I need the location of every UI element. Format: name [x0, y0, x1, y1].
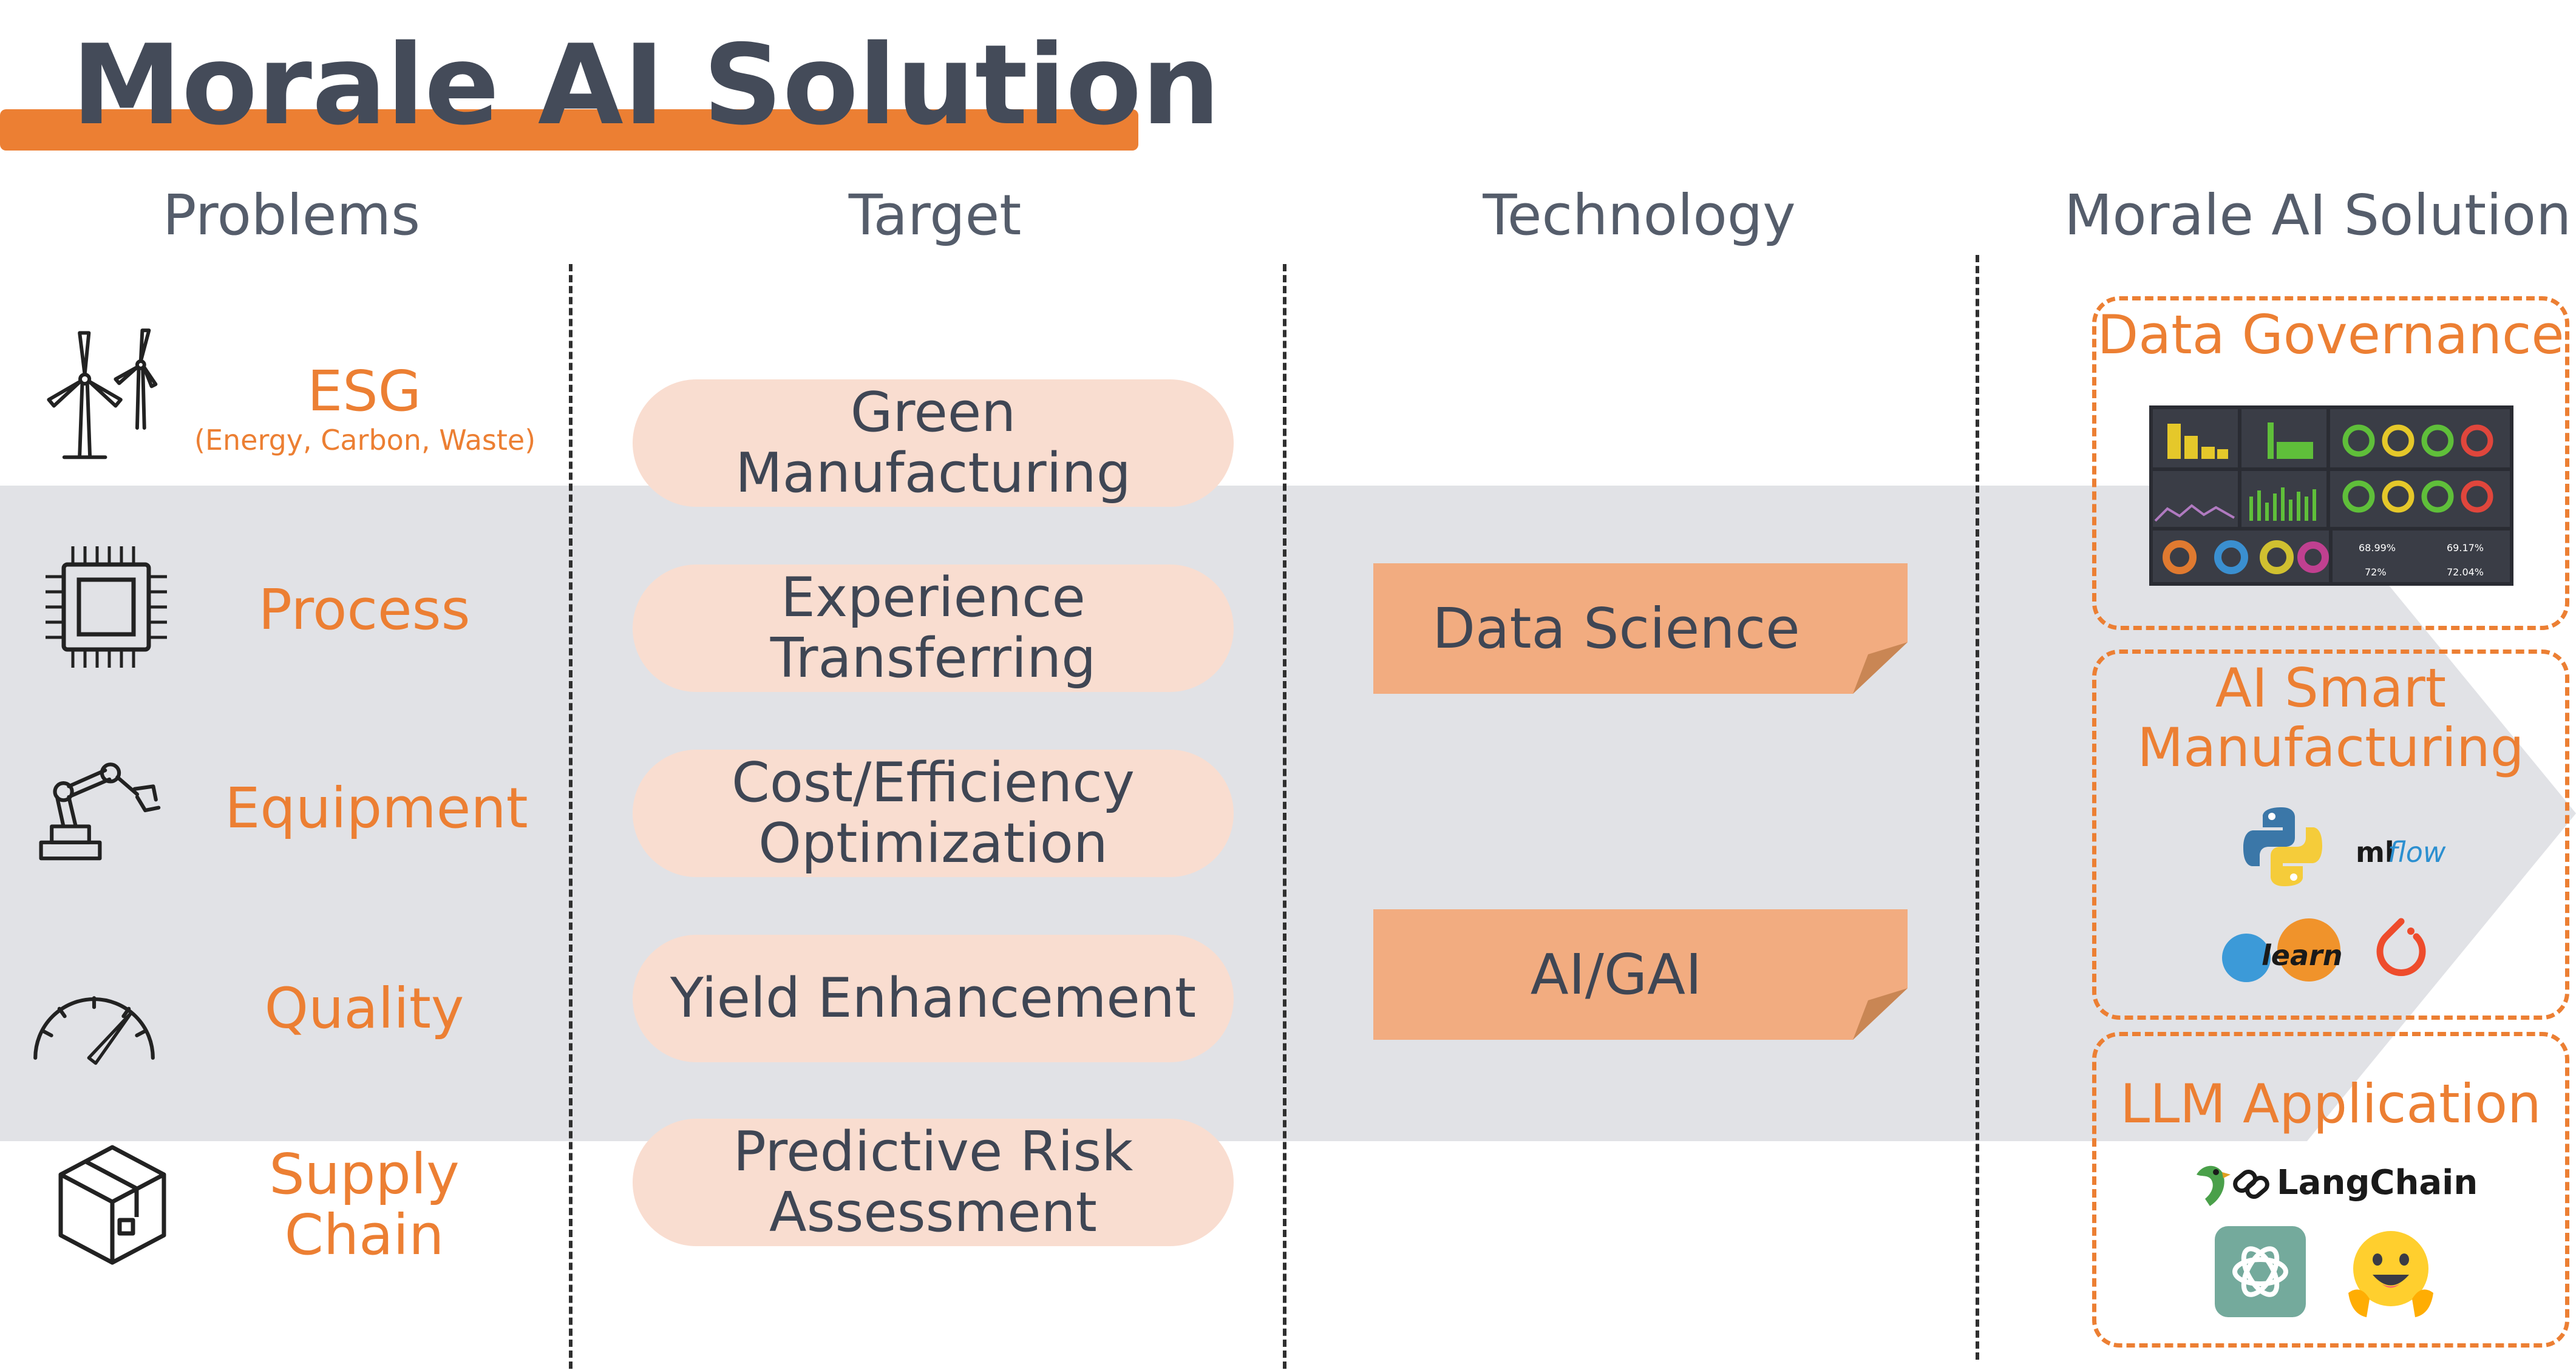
target-line: Green — [850, 381, 1016, 444]
header-problems: Problems — [162, 183, 421, 248]
target-line: Cost/Efficiency — [732, 751, 1135, 815]
mlflow-ml-text: ml — [2356, 836, 2394, 869]
problem-quality-label: Quality — [264, 976, 464, 1041]
chip-icon — [46, 546, 167, 668]
header-solution: Morale AI Solution — [2064, 183, 2572, 248]
solution-llm-application-box — [2092, 1032, 2569, 1348]
gauge-icon — [33, 996, 155, 1065]
header-target: Target — [848, 183, 1022, 248]
problem-process-label: Process — [258, 577, 471, 642]
target-line: Predictive Risk — [733, 1120, 1133, 1184]
page-title: Morale AI Solution — [72, 21, 1220, 149]
header-technology: Technology — [1483, 183, 1796, 248]
problem-supply-chain-line1: Supply — [269, 1142, 460, 1207]
target-yield-enhancement: Yield Enhancement — [633, 935, 1234, 1062]
solution-ai-smart-title-line1: AI Smart — [2215, 657, 2447, 719]
solution-ai-smart-manufacturing-box — [2092, 649, 2569, 1020]
python-logo-icon — [2243, 807, 2322, 886]
tech-ai-gai-label: AI/GAI — [1530, 942, 1702, 1007]
solution-data-governance-title: Data Governance — [2097, 304, 2564, 366]
mlflow-flow-text: flow — [2388, 836, 2446, 869]
problem-esg-label: ESG — [307, 359, 421, 424]
solution-llm-title: LLM Application — [2120, 1073, 2541, 1135]
tech-note-ai-gai — [1373, 909, 1908, 1040]
divider-1 — [569, 264, 573, 1369]
dashboard-stat-4: 72.04% — [2447, 566, 2484, 578]
title-underline — [0, 109, 1138, 151]
target-line: Experience — [781, 566, 1086, 629]
dashboard-stat-3: 72% — [2365, 566, 2387, 578]
wind-turbine-icon — [47, 328, 158, 459]
langchain-text: LangChain — [2277, 1163, 2478, 1202]
pytorch-logo-icon — [2376, 918, 2426, 976]
problem-equipment-label: Equipment — [225, 776, 528, 841]
target-line: Yield Enhancement — [670, 966, 1197, 1030]
target-line: Optimization — [758, 812, 1108, 875]
box-icon — [58, 1145, 166, 1265]
openai-logo-icon — [2215, 1226, 2306, 1317]
dashboard-stat-2: 69.17% — [2447, 542, 2484, 554]
sklearn-logo-icon: learn — [2222, 918, 2342, 982]
sklearn-learn-text: learn — [2262, 939, 2342, 972]
target-line: Transferring — [770, 626, 1096, 690]
problem-esg-sub: (Energy, Carbon, Waste) — [194, 424, 536, 456]
dashboard-stat-1: 68.99% — [2359, 542, 2396, 554]
langchain-logo-icon: LangChain — [2197, 1163, 2478, 1206]
target-line: Manufacturing — [735, 441, 1131, 505]
solution-ai-smart-title-line2: Manufacturing — [2137, 716, 2524, 779]
target-line: Assessment — [769, 1181, 1097, 1244]
problem-supply-chain-line2: Chain — [284, 1202, 444, 1267]
huggingface-logo-icon — [2348, 1231, 2433, 1317]
dashboard-screenshot: 68.99% 69.17% 72% 72.04% — [2149, 405, 2513, 586]
tech-note-data-science — [1373, 563, 1908, 694]
robot-arm-icon — [39, 762, 161, 861]
divider-2 — [1283, 264, 1286, 1369]
tech-data-science-label: Data Science — [1432, 596, 1800, 661]
solution-data-governance-box — [2092, 296, 2569, 630]
divider-3 — [1976, 255, 1979, 1360]
mlflow-logo-icon: ml flow — [2356, 836, 2446, 869]
